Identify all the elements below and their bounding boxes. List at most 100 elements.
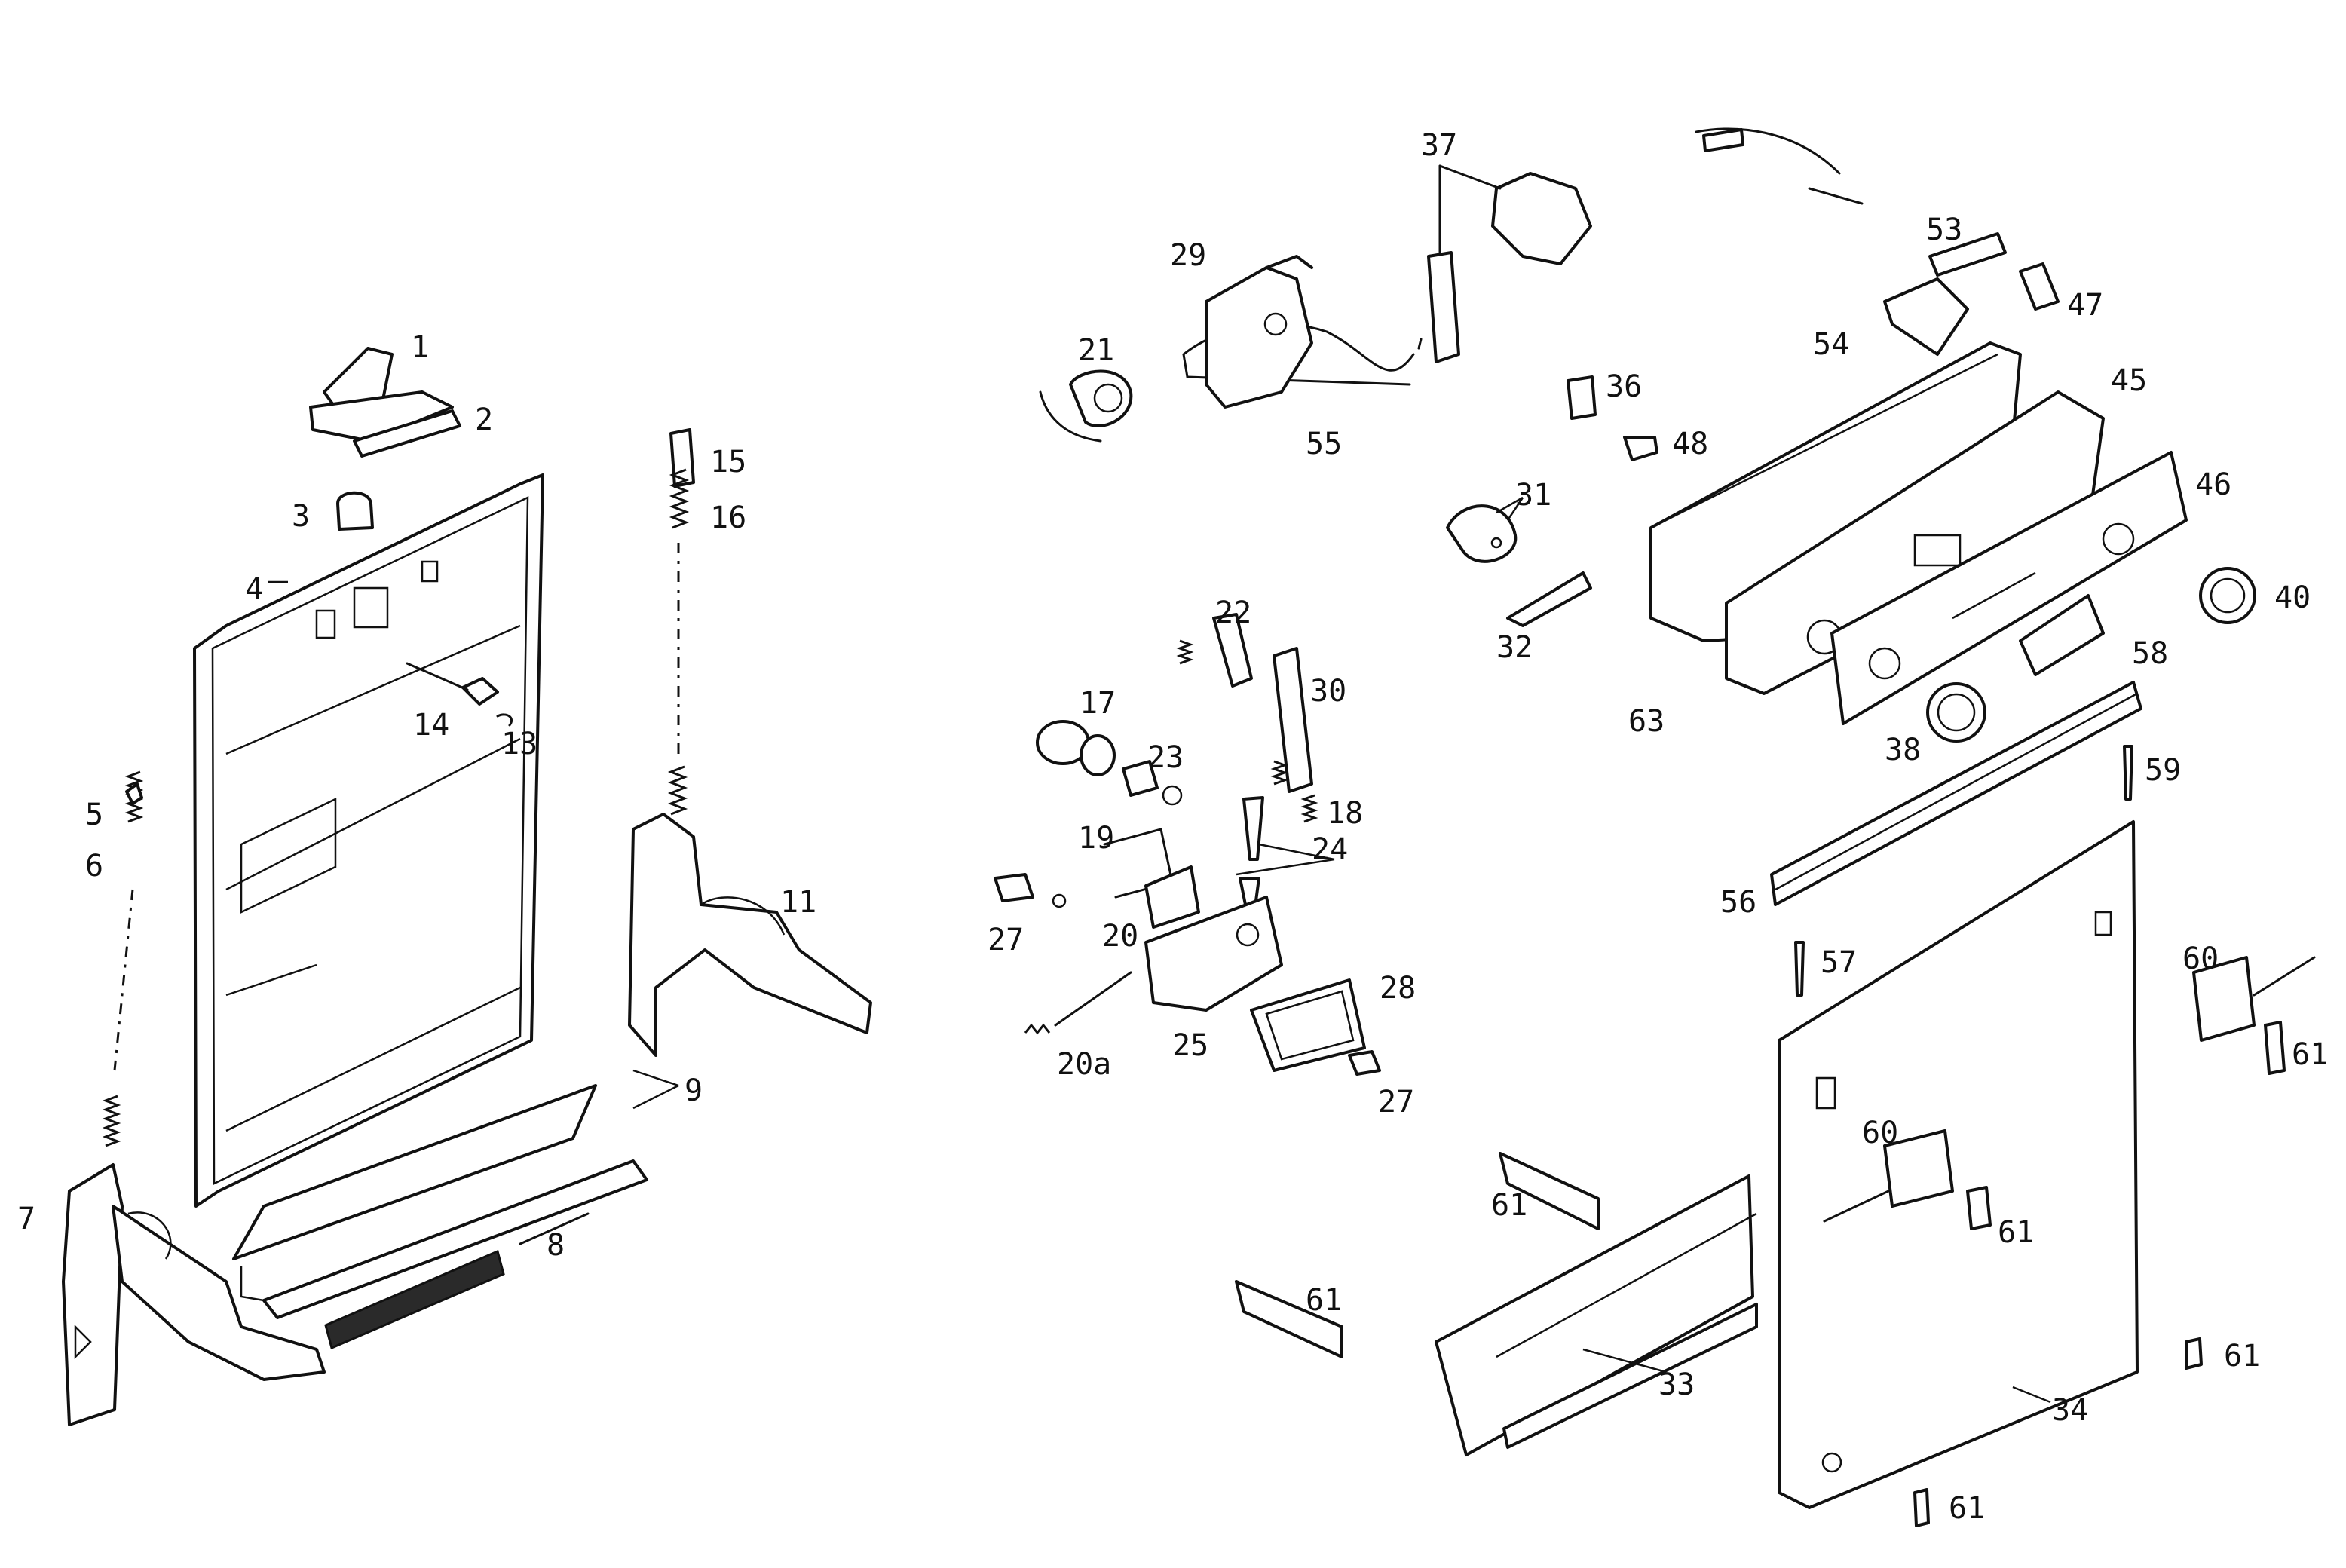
- screw-57: [1794, 941, 1805, 997]
- callout-22: 22: [1215, 596, 1251, 630]
- callout-30: 30: [1310, 674, 1346, 709]
- callout-2: 2: [475, 403, 493, 437]
- mounting-bracket-61-f: [1913, 1488, 1930, 1527]
- callout-27-left: 27: [988, 923, 1024, 957]
- callout-45: 45: [2111, 363, 2147, 398]
- door-lock-mechanism-37: [1427, 164, 1592, 363]
- callout-61-a: 61: [1491, 1188, 1527, 1223]
- callout-27-right: 27: [1378, 1085, 1414, 1119]
- callout-20a: 20a: [1057, 1047, 1111, 1082]
- callout-21: 21: [1078, 333, 1114, 368]
- right-hinge: [628, 813, 872, 1057]
- button-23: [1122, 760, 1183, 806]
- door-latch-60-center: [1823, 1129, 1954, 1223]
- callout-23: 23: [1147, 740, 1184, 775]
- mounting-bracket-61-c: [1966, 1186, 1992, 1230]
- callout-46: 46: [2195, 467, 2231, 502]
- callout-15: 15: [710, 445, 746, 479]
- door-latch-assembly: [309, 347, 461, 458]
- small-bracket-14: [406, 662, 513, 727]
- latch-clip: [336, 491, 374, 531]
- callout-16: 16: [710, 501, 746, 535]
- leader-lines: [268, 496, 2051, 1404]
- control-fascia-46: [1830, 451, 2188, 725]
- mounting-bracket-61-d: [2264, 1021, 2286, 1075]
- toe-kick-panel-33: [1435, 1174, 1758, 1456]
- door-bottom-trim: [232, 1084, 648, 1319]
- selector-knob-38: [1926, 682, 1986, 743]
- callout-59: 59: [2145, 753, 2181, 788]
- detergent-dispenser-31: [1446, 504, 1518, 563]
- callout-57: 57: [1821, 945, 1857, 980]
- mounting-bracket-61-b: [1235, 1280, 1343, 1358]
- callout-61-d: 61: [2292, 1037, 2328, 1072]
- callout-17: 17: [1080, 686, 1116, 721]
- callout-6: 6: [85, 849, 103, 884]
- callout-33: 33: [1658, 1367, 1695, 1402]
- callout-24: 24: [1312, 832, 1348, 867]
- button-17: [1036, 720, 1116, 776]
- callout-61-c: 61: [1998, 1215, 2034, 1250]
- callout-53: 53: [1926, 213, 1962, 247]
- cover-20: [1144, 865, 1200, 929]
- selector-knob-40: [2199, 567, 2256, 624]
- door-latch-60-right: [2192, 956, 2316, 1042]
- timer-knob-21: [1039, 369, 1133, 443]
- screw-59: [2123, 745, 2133, 801]
- callout-13: 13: [501, 727, 537, 761]
- callout-60-right: 60: [2182, 942, 2219, 976]
- callout-14: 14: [413, 708, 449, 743]
- timer-module-29: [1205, 255, 1313, 409]
- clip-47: [2019, 262, 2060, 311]
- indicator-54: [1883, 277, 1969, 356]
- callout-1: 1: [411, 330, 429, 365]
- trim-strip-56: [1770, 681, 2142, 906]
- callout-61-f: 61: [1949, 1491, 1985, 1526]
- callout-31: 31: [1515, 478, 1551, 513]
- clip-27-left: [994, 873, 1067, 908]
- callout-61-b: 61: [1306, 1283, 1342, 1318]
- callout-56: 56: [1720, 885, 1756, 920]
- callout-labels: 1 2 3 4 5 6 7 8 9 11 13 14 15 16 17 18 1…: [17, 128, 2328, 1526]
- knob-stem-48: [1623, 436, 1658, 461]
- callout-18: 18: [1327, 796, 1363, 831]
- door-cable-assembly: [1695, 127, 1864, 205]
- callout-25: 25: [1172, 1028, 1208, 1063]
- callout-54: 54: [1813, 327, 1849, 362]
- callout-58: 58: [2132, 636, 2168, 671]
- mounting-bracket-61-e: [2185, 1337, 2203, 1370]
- spring-30: [1270, 647, 1313, 793]
- callout-20: 20: [1102, 919, 1138, 954]
- mounting-bracket-61-a: [1499, 1152, 1600, 1230]
- callout-40: 40: [2274, 580, 2311, 615]
- callout-38: 38: [1885, 733, 1921, 767]
- bracket-32: [1506, 571, 1592, 627]
- clip-27-right: [1348, 1050, 1381, 1076]
- callout-36: 36: [1606, 369, 1642, 404]
- seal-19: [1103, 828, 1174, 899]
- outer-door-panel-34: [1778, 820, 2139, 1509]
- callout-7: 7: [17, 1202, 35, 1236]
- door-seal-strip: [324, 1212, 590, 1350]
- callout-28: 28: [1380, 971, 1416, 1006]
- callout-32: 32: [1496, 630, 1533, 665]
- callout-29: 29: [1170, 238, 1206, 273]
- callout-47: 47: [2067, 288, 2103, 323]
- callout-19: 19: [1078, 821, 1114, 856]
- callout-11: 11: [780, 885, 816, 920]
- inner-door-panel: [193, 473, 544, 1208]
- push-button-58: [2019, 594, 2105, 676]
- callout-8: 8: [547, 1228, 565, 1263]
- callout-55: 55: [1306, 427, 1342, 461]
- switch-36: [1567, 375, 1597, 420]
- spring-18: [1300, 794, 1318, 823]
- callout-5: 5: [85, 798, 103, 832]
- callout-61-e: 61: [2224, 1339, 2260, 1374]
- callout-60-center: 60: [1862, 1116, 1898, 1150]
- callout-63: 63: [1628, 704, 1665, 739]
- right-door-spring: [667, 428, 695, 816]
- callout-34: 34: [2052, 1393, 2088, 1428]
- callout-3: 3: [292, 499, 310, 534]
- left-door-spring: [102, 770, 144, 1147]
